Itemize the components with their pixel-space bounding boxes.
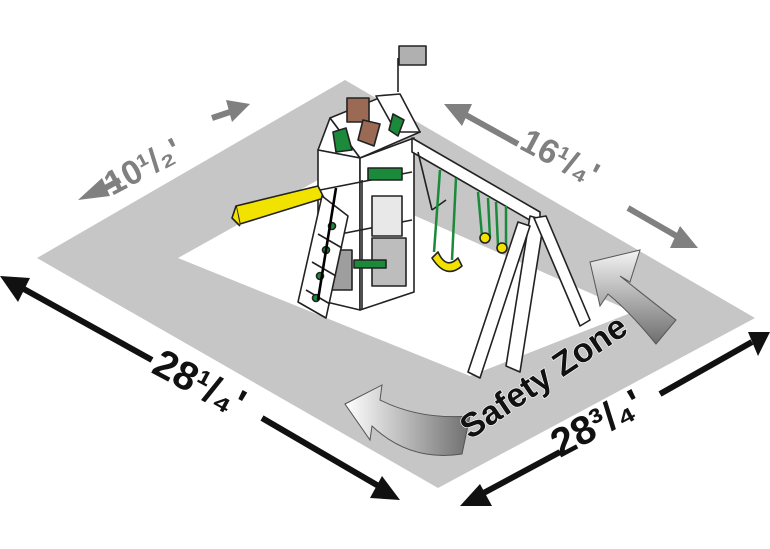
zone-arrow-left: [344, 384, 471, 456]
dimension-inner-right: 16¹/₄': [514, 122, 605, 194]
swing-frame: [411, 137, 591, 379]
swing-icon: [431, 169, 463, 273]
roof: [317, 93, 421, 159]
outer-left-arrow: [0, 276, 400, 500]
ladder-icon: [297, 187, 349, 319]
safety-zone-area: [37, 80, 755, 488]
outer-right-arrow: [460, 332, 770, 506]
inner-right-arrow: [444, 104, 698, 248]
zone-arrow-right: [589, 249, 677, 345]
playset: [231, 45, 591, 379]
inner-left-arrow: [78, 100, 250, 200]
flag-icon: [397, 45, 427, 92]
trapeze-icon: [476, 191, 508, 254]
